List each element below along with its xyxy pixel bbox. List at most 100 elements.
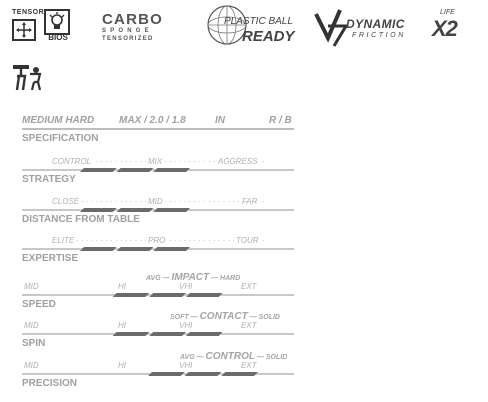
scale-label: MID — [24, 361, 39, 370]
rating-bar-segment — [148, 372, 185, 376]
rating-row-speed: AVG — IMPACT — HARD MID HI VHI EXT SPEED — [22, 272, 294, 318]
tensor-arrows-icon — [12, 19, 36, 41]
dynamic-text: DYNAMIC — [346, 17, 405, 31]
rating-bar-segment — [116, 247, 154, 251]
carbo-sponge-logo: CARBO SPONGE TENSORIZED — [102, 12, 180, 42]
bios-logo: BIOS — [44, 9, 72, 43]
rating-bar-segment — [185, 293, 223, 297]
speed-header: AVG — IMPACT — HARD — [146, 272, 241, 283]
rating-title: STRATEGY — [22, 174, 76, 185]
rating-row-strategy: · · · · · · · · · · · · · · · · · · · · … — [22, 157, 294, 193]
rating-title: DISTANCE FROM TABLE — [22, 214, 140, 225]
scale-label: TOUR — [234, 236, 261, 245]
rating-bar-segment — [116, 208, 154, 212]
x2-text: X2 — [432, 16, 458, 41]
specification-title: SPECIFICATION — [22, 133, 99, 144]
spin-header: SOFT — CONTACT — SOLID — [170, 311, 280, 322]
scale-label: FAR — [240, 197, 260, 206]
rating-row-spin: SOFT — CONTACT — SOLID MID HI VHI EXT SP… — [22, 311, 294, 357]
spec-hardness: MEDIUM HARD — [22, 115, 95, 126]
header-left: SOFT — [170, 314, 189, 321]
rating-title: SPEED — [22, 299, 56, 310]
rating-bar-tip — [280, 373, 294, 375]
rating-bar-segment — [112, 293, 150, 297]
rating-bar-segment — [185, 332, 223, 336]
scale-label: EXT — [241, 282, 257, 291]
bios-logo-label: BIOS — [48, 33, 68, 42]
bios-bulb-icon — [44, 9, 70, 35]
rating-bar — [80, 247, 294, 251]
scale-labels: MID HI VHI EXT — [22, 282, 294, 294]
rating-bar — [148, 372, 294, 376]
scale-label: MID — [146, 197, 165, 206]
header-right: SOLID — [265, 354, 288, 361]
life-text: LIFE — [440, 9, 455, 16]
ready-text: READY — [242, 28, 295, 45]
scale-label: VHI — [179, 361, 193, 370]
plastic-ball-text: PLASTIC BALL — [224, 16, 293, 27]
scale-labels: ELITE PRO TOUR — [22, 236, 294, 248]
scale-label: VHI — [179, 282, 193, 291]
scale-label: EXT — [241, 321, 257, 330]
rating-bar-segment — [112, 332, 150, 336]
precision-header: AVG — CONTROL — SOLID — [180, 351, 288, 362]
dynamic-friction-icon — [314, 9, 348, 47]
rating-bar-segment — [116, 168, 154, 172]
scale-label: ELITE — [50, 236, 77, 245]
rating-bar-tip — [280, 169, 294, 171]
rating-bar-tip — [280, 209, 294, 211]
tensor-logo: TENSOR — [12, 9, 45, 41]
scale-labels: CONTROL MIX AGGRESS — [22, 157, 294, 169]
rating-bar-segment — [153, 168, 190, 172]
tensor-logo-label: TENSOR — [12, 9, 45, 16]
carbo-logo-sub1: SPONGE — [102, 28, 153, 34]
header-left: AVG — [146, 275, 161, 282]
scale-label: CLOSE — [50, 197, 82, 206]
scale-label: AGGRESS — [216, 157, 260, 166]
dynamic-friction-logo: DYNAMIC FRICTION — [314, 8, 422, 48]
globe-icon — [207, 5, 247, 45]
header-right: SOLID — [258, 314, 280, 321]
scale-label: HI — [118, 361, 126, 370]
rating-bar-segment — [184, 372, 222, 376]
header-main: CONTROL — [205, 351, 255, 362]
header-main: CONTACT — [199, 311, 248, 322]
plastic-ball-ready-logo: PLASTIC BALL READY — [206, 4, 302, 46]
technology-logos: TENSOR BIOS CARBO SPONGE TENSORIZED — [0, 0, 488, 95]
rating-bar-segment — [149, 332, 186, 336]
rating-bar — [80, 168, 294, 172]
rating-row-expertise: · · · · · · · · · · · · · · · · · · · · … — [22, 236, 294, 272]
rating-title: SPIN — [22, 338, 46, 349]
scale-label: CONTROL — [50, 157, 94, 166]
rating-title: PRECISION — [22, 378, 78, 389]
life-x2-logo: LIFE X2 — [432, 8, 482, 41]
header-main: IMPACT — [171, 272, 210, 283]
header-right: HARD — [220, 275, 241, 282]
rating-bar-segment — [153, 208, 190, 212]
rating-bar-segment — [80, 247, 117, 251]
ittf-approved-icon — [12, 64, 44, 92]
rating-bar — [112, 332, 294, 336]
scale-label: EXT — [241, 361, 257, 370]
rating-bar-tip — [280, 333, 294, 335]
scale-labels: MID HI VHI EXT — [22, 321, 294, 333]
rating-row-precision: AVG — CONTROL — SOLID MID HI VHI EXT PRE… — [22, 351, 294, 397]
rating-bar-segment — [221, 372, 258, 376]
scale-label: MID — [24, 321, 39, 330]
specification-divider — [22, 128, 294, 130]
scale-labels: MID HI VHI EXT — [22, 361, 294, 373]
rating-row-distance: · · · · · · · · · · · · · · · · · · · · … — [22, 197, 294, 233]
rating-bar-segment — [153, 247, 190, 251]
scale-label: MIX — [146, 157, 165, 166]
header-left: AVG — [180, 354, 195, 361]
rating-bar — [80, 208, 294, 212]
scale-labels: CLOSE MID FAR — [22, 197, 294, 209]
scale-label: HI — [118, 321, 126, 330]
carbo-logo-sub2: TENSORIZED — [102, 36, 154, 42]
rating-title: EXPERTISE — [22, 253, 79, 264]
spec-pimple: IN — [215, 115, 225, 126]
rating-bar-tip — [280, 248, 294, 250]
scale-label: MID — [24, 282, 39, 291]
rating-bar-segment — [149, 293, 186, 297]
rating-bar-tip — [280, 294, 294, 296]
